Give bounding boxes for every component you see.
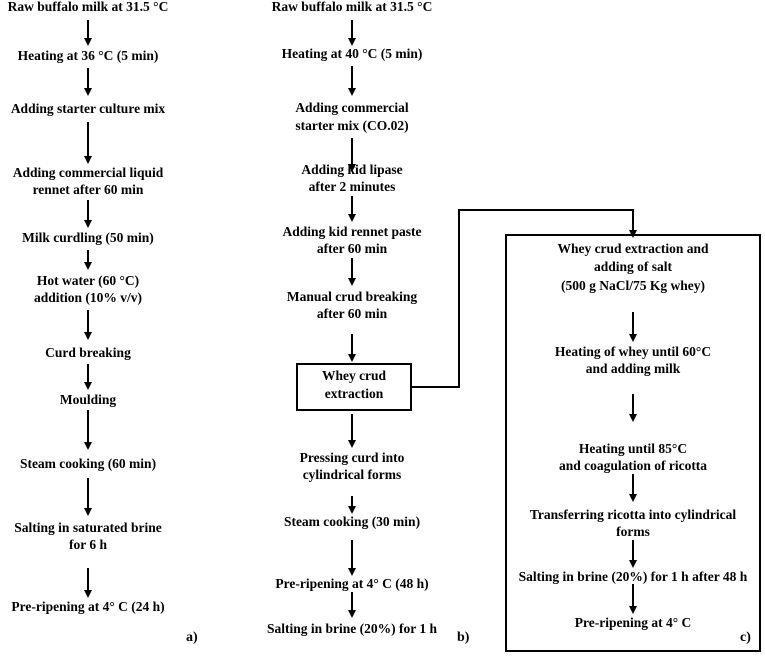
b-step-kid-rennet-l2: after 60 min: [316, 241, 388, 256]
b-step-starter-l2: starter mix (CO.02): [295, 118, 409, 133]
b-step-salting: Salting in brine (20%) for 1 h: [266, 621, 437, 636]
b-step-kid-rennet-l1: Adding kid rennet paste: [282, 224, 422, 239]
b-step-starter-l1: Adding commercial: [295, 100, 409, 115]
b-step-whey-crud-l1: Whey crud: [321, 368, 387, 383]
a-step-curdling: Milk curdling (50 min): [22, 230, 154, 245]
b-step-heating: Heating at 40 °C (5 min): [281, 46, 423, 61]
c-step-transferring-l2: forms: [616, 524, 650, 539]
a-step-salting-l1: Salting in saturated brine: [14, 520, 162, 535]
panel-b-label: b): [457, 630, 470, 645]
whey-crud-extraction-box: [296, 363, 412, 411]
c-step-whey-extraction-l1: Whey crud extraction and: [557, 241, 709, 256]
ricotta-process-box: [505, 234, 761, 652]
c-step-whey-extraction-l3: (500 g NaCl/75 Kg whey): [561, 278, 705, 293]
a-step-pre-ripening: Pre-ripening at 4° C (24 h): [11, 599, 165, 614]
a-step-heating: Heating at 36 °C (5 min): [17, 48, 159, 63]
a-step-starter: Adding starter culture mix: [10, 101, 166, 116]
b-step-crud-breaking-l1: Manual crud breaking: [286, 289, 418, 304]
a-step-hot-water-l2: addition (10% v/v): [33, 290, 142, 305]
c-step-transferring-l1: Transferring ricotta into cylindrical: [529, 507, 737, 522]
c-step-heating-60-l1: Heating of whey until 60°C: [554, 344, 712, 359]
b-step-lipase-l2: after 2 minutes: [308, 179, 396, 194]
panel-a-label: a): [186, 630, 198, 645]
a-step-curd-breaking: Curd breaking: [45, 345, 131, 360]
a-step-rennet-l1: Adding commercial liquid: [12, 165, 164, 180]
a-step-rennet-l2: rennet after 60 min: [32, 182, 144, 197]
a-step-steam-cooking: Steam cooking (60 min): [19, 456, 157, 471]
panel-c-label: c): [740, 630, 751, 645]
b-step-lipase-l1: Adding kid lipase: [301, 162, 403, 177]
c-step-heating-85-l2: and coagulation of ricotta: [558, 458, 708, 473]
c-step-heating-60-l2: and adding milk: [585, 361, 681, 376]
connector-b-to-c: [412, 209, 637, 388]
b-step-crud-breaking-l2: after 60 min: [316, 306, 388, 321]
c-step-salting: Salting in brine (20%) for 1 h after 48 …: [518, 569, 748, 584]
a-step-moulding: Moulding: [59, 392, 117, 407]
b-step-steam-cooking: Steam cooking (30 min): [283, 514, 421, 529]
b-step-raw-milk: Raw buffalo milk at 31.5 °C: [271, 0, 433, 14]
a-step-raw-milk: Raw buffalo milk at 31.5 °C: [7, 0, 169, 14]
b-step-pre-ripening: Pre-ripening at 4° C (48 h): [275, 576, 429, 591]
c-step-whey-extraction-l2: adding of salt: [593, 259, 673, 274]
b-step-whey-crud-l2: extraction: [324, 386, 384, 401]
b-step-pressing-l2: cylindrical forms: [302, 467, 402, 482]
a-step-hot-water-l1: Hot water (60 °C): [36, 273, 140, 288]
c-step-pre-ripening: Pre-ripening at 4° C: [574, 615, 692, 630]
a-step-salting-l2: for 6 h: [68, 537, 107, 552]
c-step-heating-85-l1: Heating until 85°C: [578, 441, 688, 456]
b-step-pressing-l1: Pressing curd into: [299, 450, 405, 465]
